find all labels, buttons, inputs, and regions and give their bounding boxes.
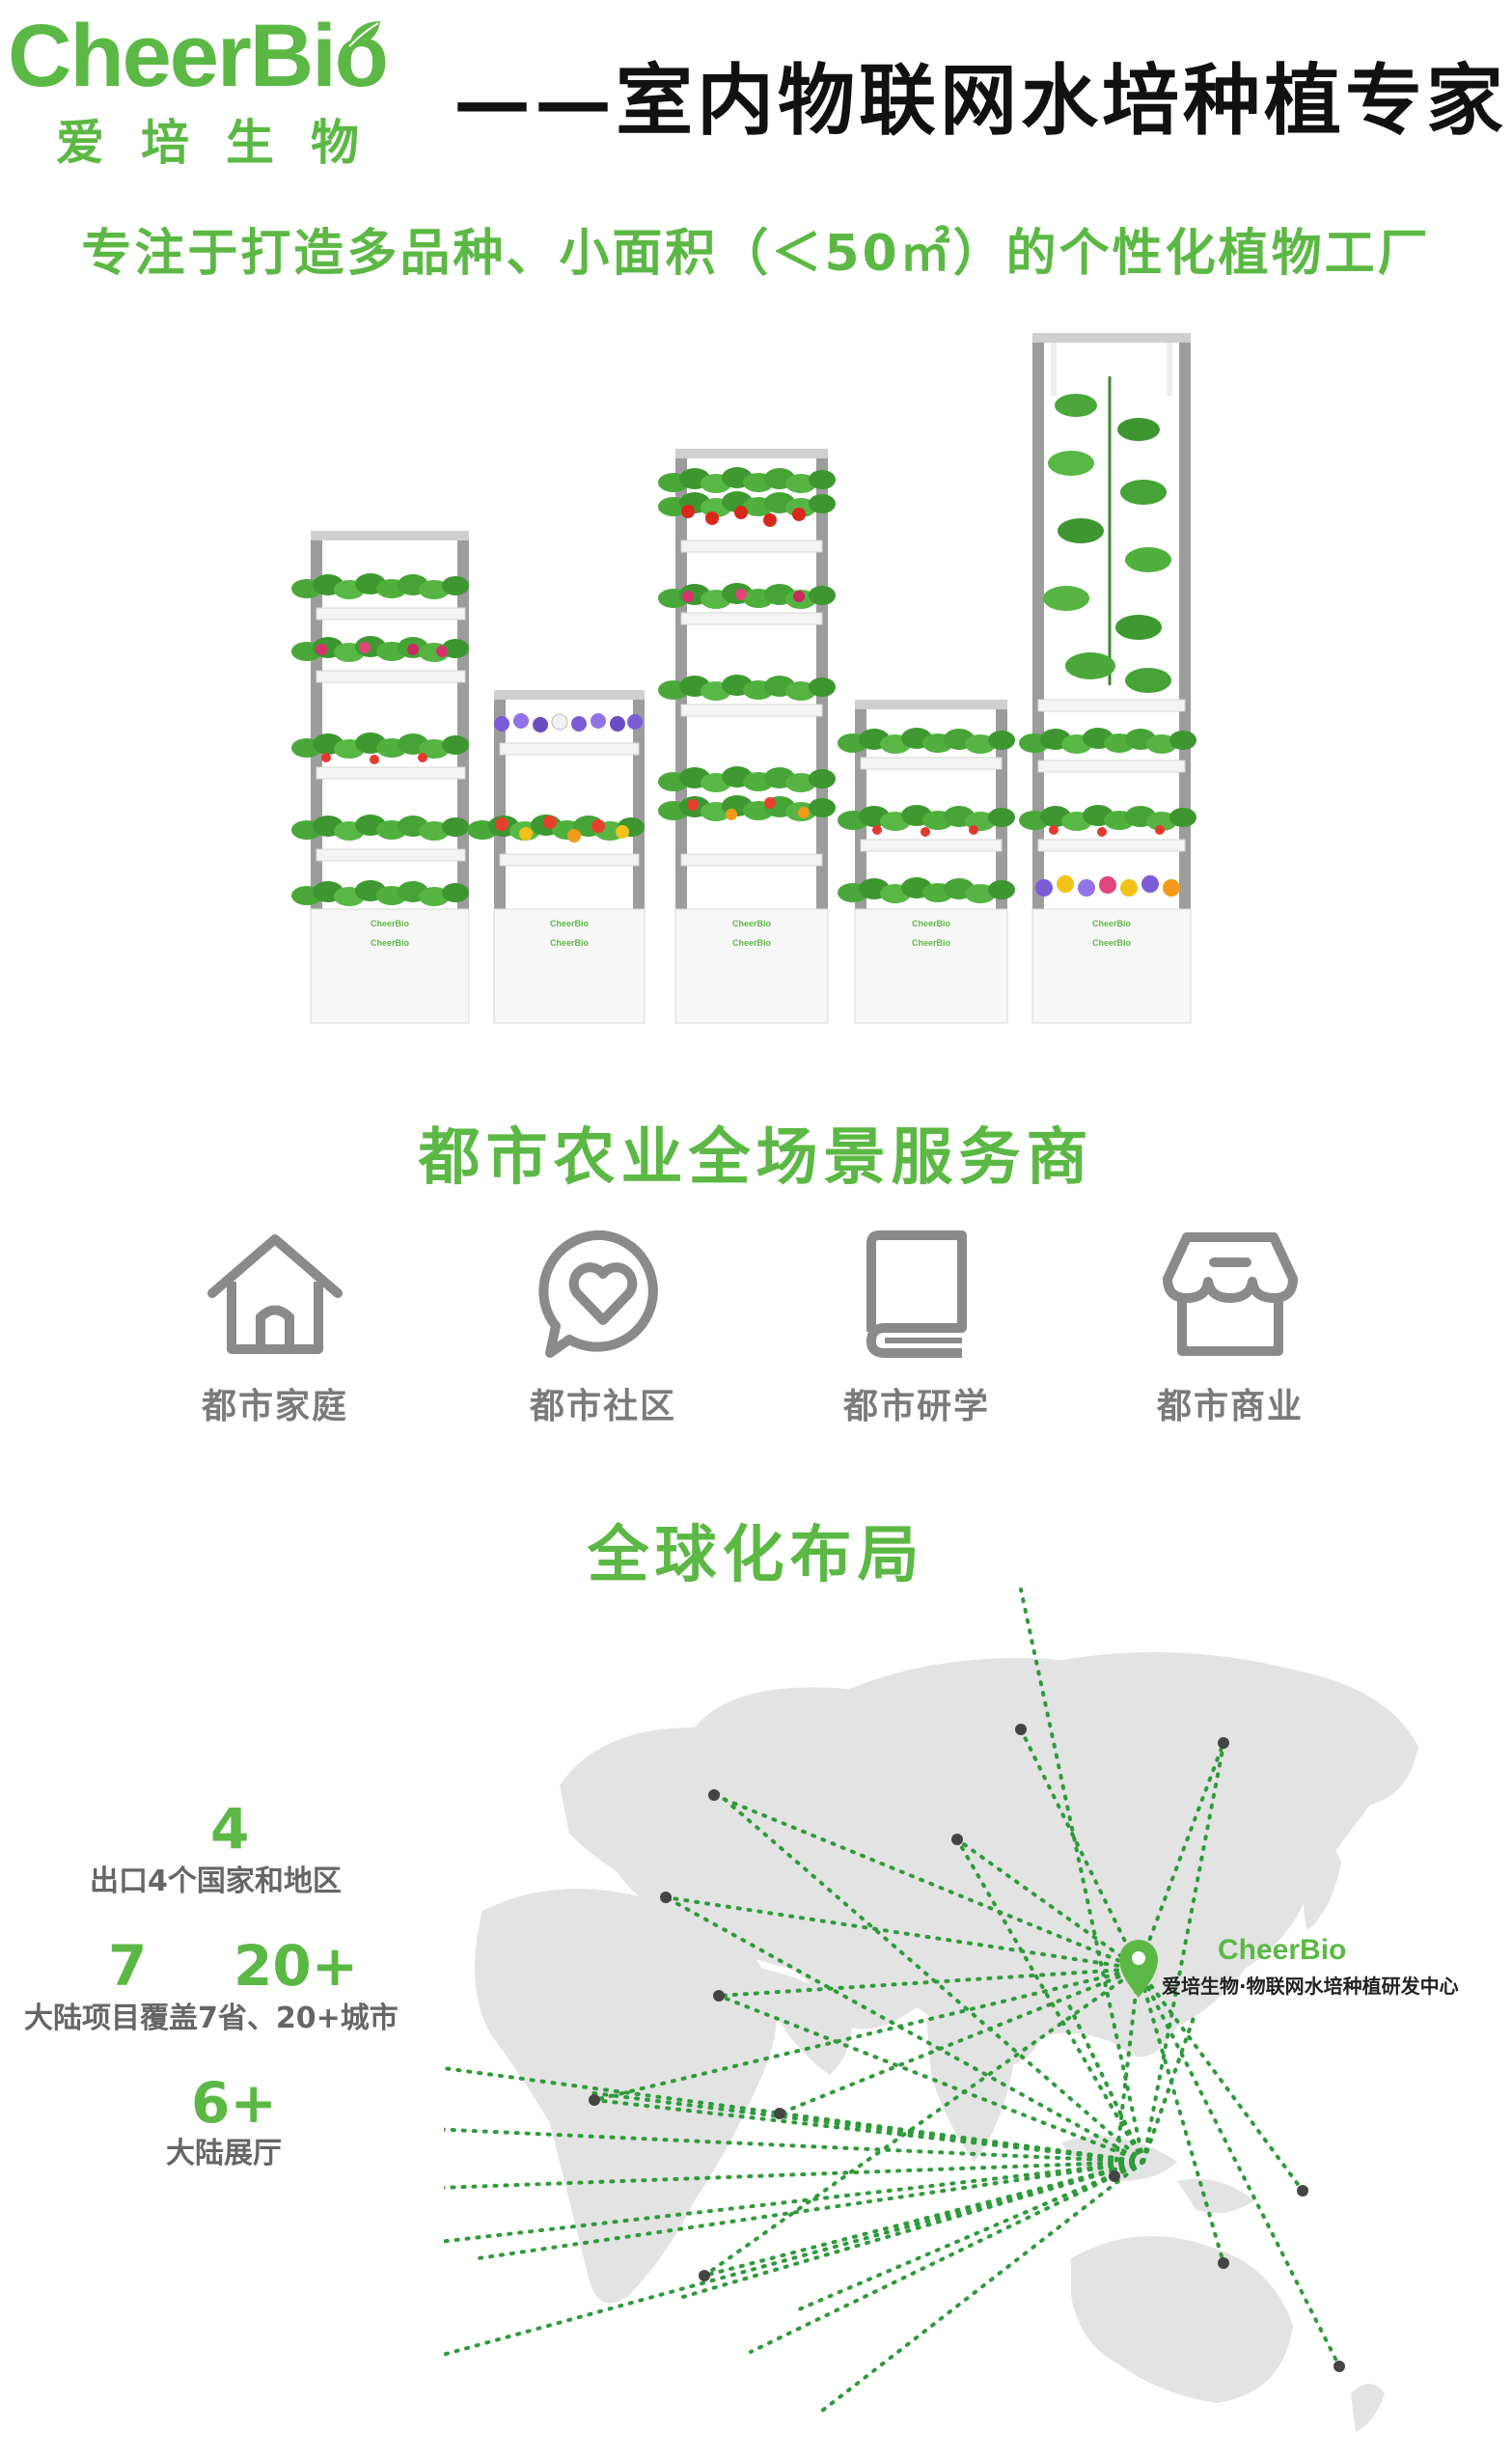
service-label: 都市社区 xyxy=(529,1387,676,1426)
rack-5: CheerBio CheerBio xyxy=(1019,333,1196,1024)
rack-brand-label: CheerBio xyxy=(912,919,951,928)
rack-brand-label: CheerBio xyxy=(732,919,772,928)
service-commerce: 都市商业 xyxy=(1086,1226,1375,1428)
rack-brand-label: CheerBio xyxy=(371,919,410,928)
rack-2: CheerBio CheerBio xyxy=(467,690,646,1024)
rack-3: CheerBio CheerBio xyxy=(658,449,836,1024)
rack-brand-label: CheerBio xyxy=(732,938,772,948)
logo-chinese-name: 爱培生物 xyxy=(56,115,396,171)
rack-brand-label: CheerBio xyxy=(1092,938,1132,948)
logo-wordmark: CheerBio xyxy=(8,7,389,105)
service-home: 都市家庭 xyxy=(130,1226,420,1428)
rack-brand-label: CheerBio xyxy=(912,938,951,948)
storefront-icon xyxy=(1163,1232,1298,1356)
rack-1: CheerBio CheerBio xyxy=(291,531,470,1024)
rack-brand-label: CheerBio xyxy=(550,919,590,928)
leaf-icon xyxy=(348,21,380,47)
stat-cities-number: 20+ xyxy=(234,1933,359,1999)
rack-4: CheerBio CheerBio xyxy=(838,700,1015,1024)
heart-chat-icon xyxy=(538,1230,658,1358)
service-label: 都市商业 xyxy=(1156,1387,1304,1426)
stat-showroom-label: 大陆展厅 xyxy=(166,2137,282,2170)
stat-export-number: 4 xyxy=(210,1796,250,1862)
book-icon xyxy=(866,1230,967,1358)
stat-export-label: 出口4个国家和地区 xyxy=(90,1865,342,1898)
hydroponic-racks-illustration: CheerBio CheerBio CheerBio CheerBio xyxy=(291,333,1196,1024)
service-community: 都市社区 xyxy=(458,1226,748,1428)
subtitle: 专注于打造多品种、小面积（＜50㎡）的个性化植物工厂 xyxy=(81,225,1431,283)
stat-showroom-number: 6+ xyxy=(191,2070,277,2136)
rack-brand-label: CheerBio xyxy=(550,938,590,948)
global-title: 全球化布局 xyxy=(587,1520,925,1591)
service-label: 都市家庭 xyxy=(201,1387,348,1426)
map-pin-icon xyxy=(1119,1940,1158,1998)
rack-brand-label: CheerBio xyxy=(1092,919,1132,928)
services-title: 都市农业全场景服务商 xyxy=(418,1122,1094,1194)
header-tagline: ——室内物联网水培种植专家 xyxy=(454,55,1507,146)
service-label: 都市研学 xyxy=(842,1387,990,1426)
rack-brand-label: CheerBio xyxy=(371,938,410,948)
map-brand-label: CheerBio xyxy=(1218,1934,1347,1966)
service-education: 都市研学 xyxy=(772,1226,1061,1428)
map-caption: 爱培生物·物联网水培种植研发中心 xyxy=(1162,1975,1459,1998)
stat-projects-label: 大陆项目覆盖7省、20+城市 xyxy=(24,2002,399,2035)
stat-provinces-number: 7 xyxy=(108,1933,148,1999)
destination-dots xyxy=(589,1724,1345,2372)
house-icon xyxy=(207,1234,343,1354)
